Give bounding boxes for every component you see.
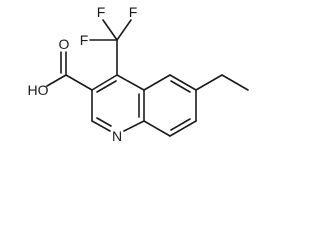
bond-c4a-c4: [116, 74, 145, 91]
bond-n1-c8a: [123, 120, 145, 132]
bond-c8-c8a: [143, 120, 171, 137]
atom-label-hydroxyl: HO: [28, 82, 49, 98]
bond-c2-n1-double-inner: [96, 117, 112, 127]
bond-c2-n1-double: [91, 120, 111, 132]
molecule-structure-diagram: F F F HO O N: [28, 4, 249, 144]
bond-c6-ethyl-ch2: [195, 74, 223, 91]
bond-c3-carboxyl-c: [65, 74, 93, 91]
atom-label-carbonyl-oxygen: O: [59, 36, 70, 52]
atom-label-fluorine-top-left: F: [97, 4, 106, 20]
bond-c5-c6-double-inner: [170, 80, 191, 93]
bond-c4-c3: [91, 74, 118, 91]
bond-cf3-to-f-top-right: [116, 19, 132, 41]
bond-c4-c3-double-inner: [96, 80, 117, 93]
atom-label-fluorine-top-right: F: [129, 4, 138, 20]
bond-cf3-to-f-top-left: [102, 19, 118, 41]
bond-carboxyl-c-oh: [46, 74, 67, 87]
atom-label-layer: F F F HO O N: [28, 4, 138, 144]
bond-c7-c8-double-inner: [170, 118, 191, 131]
bond-layer: [46, 19, 249, 137]
bond-ethyl-ch2-ch3: [221, 74, 249, 91]
atom-label-ring-nitrogen: N: [112, 128, 122, 144]
atom-label-fluorine-left: F: [80, 32, 89, 48]
bond-c7-c8: [169, 120, 197, 137]
bond-c5-c6: [169, 74, 197, 91]
bond-c4a-c5: [143, 74, 171, 91]
